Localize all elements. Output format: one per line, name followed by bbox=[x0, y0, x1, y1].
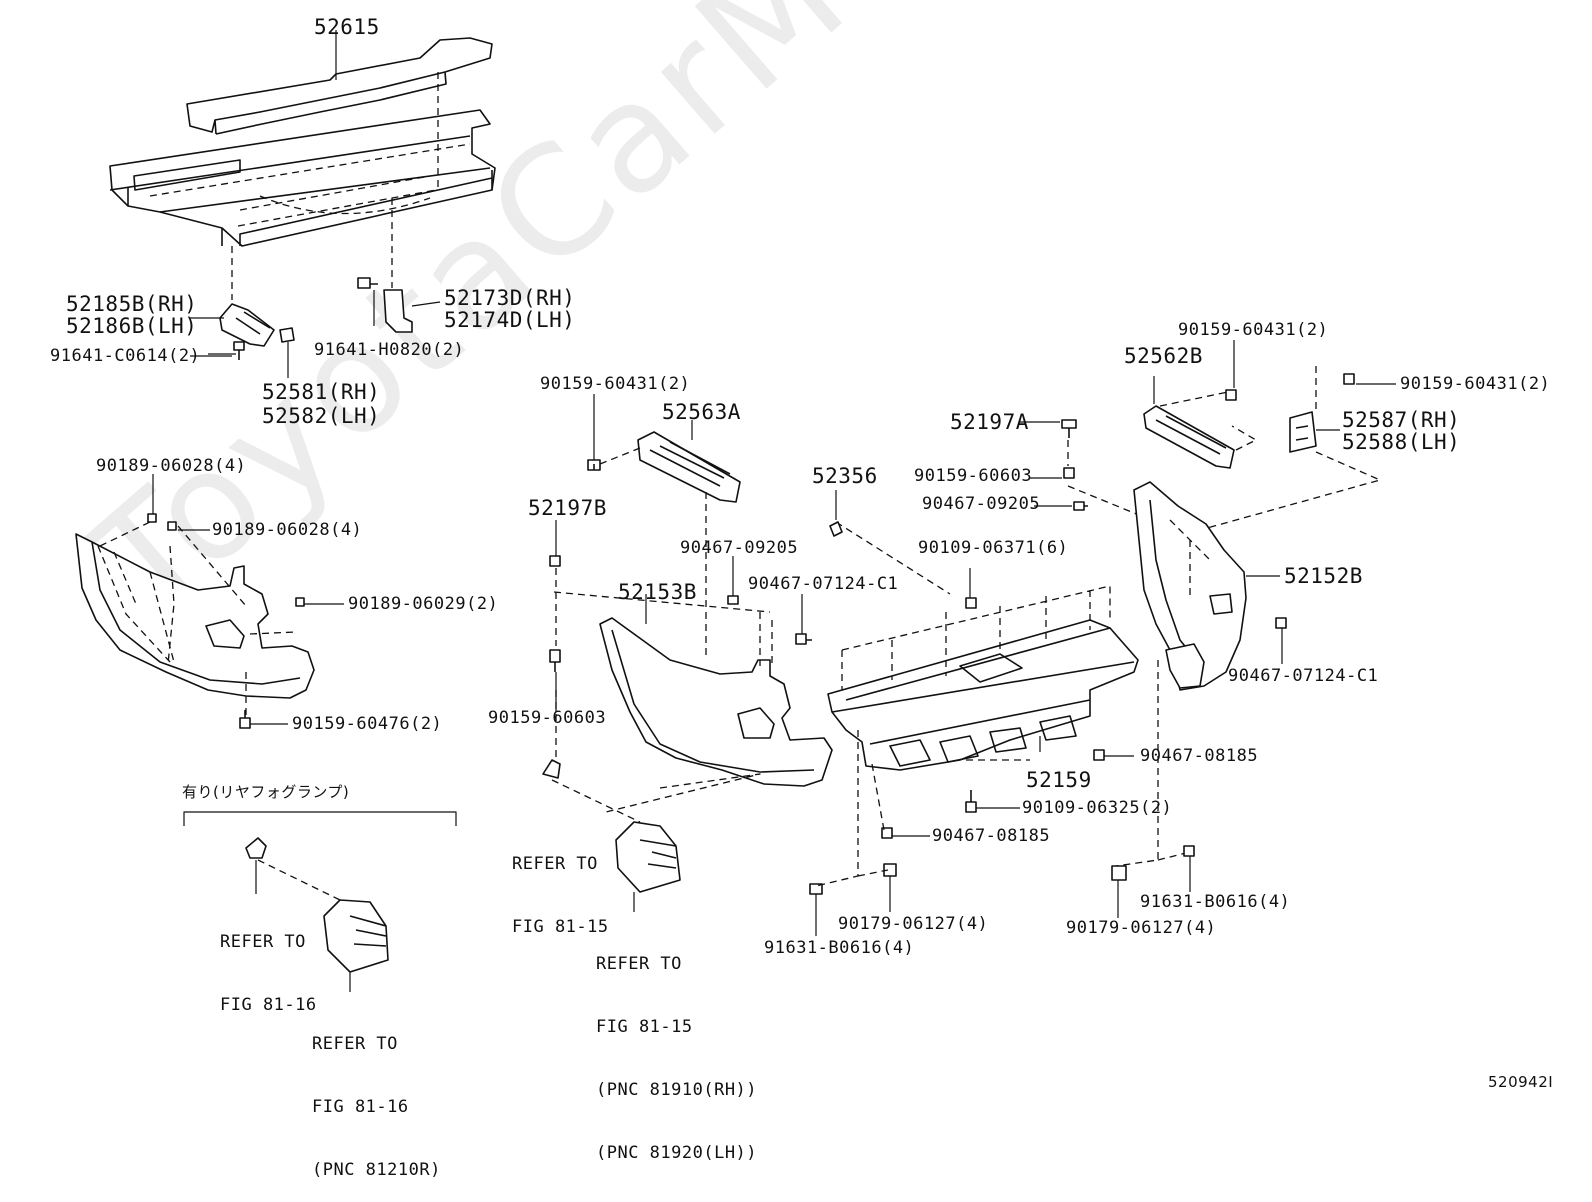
label-90189-06028-top: 90189-06028(4) bbox=[96, 456, 247, 476]
refer-line: REFER TO bbox=[220, 932, 306, 952]
label-90467-08185-center: 90467-08185 bbox=[932, 826, 1051, 846]
label-refer-81-16-a: REFER TO FIG 81-16 bbox=[220, 890, 317, 1037]
label-90467-07124-left: 90467-07124-C1 bbox=[748, 574, 899, 594]
refer-line: FIG 81-16 bbox=[312, 1097, 409, 1117]
label-fog-lamp-header: 有り(リヤフォグランプ) bbox=[182, 783, 350, 801]
bracket-52173d bbox=[357, 277, 441, 333]
label-52159: 52159 bbox=[1026, 768, 1092, 792]
bracket-52587 bbox=[1199, 366, 1396, 531]
bumper-side-52153b bbox=[549, 520, 833, 787]
lower-cover-52159 bbox=[827, 521, 1139, 771]
label-90467-08185-right: 90467-08185 bbox=[1140, 746, 1259, 766]
label-refer-81-15-a: REFER TO FIG 81-15 bbox=[512, 812, 609, 959]
label-52588-lh: 52588(LH) bbox=[1342, 430, 1461, 454]
label-90159-60603-left: 90159-60603 bbox=[488, 708, 607, 728]
label-52173d-rh: 52173D(RH) bbox=[444, 286, 576, 310]
label-91631-b0616-right: 91631-B0616(4) bbox=[1140, 892, 1291, 912]
label-52186b-lh: 52186B(LH) bbox=[66, 314, 198, 338]
label-52356: 52356 bbox=[812, 464, 878, 488]
fasteners-lower bbox=[809, 730, 1134, 936]
parts-diagram: .d { stroke-dasharray:7 5; stroke-width:… bbox=[75, 30, 1396, 992]
refer-line: (PNC 81920(LH)) bbox=[596, 1143, 758, 1163]
label-90467-09205-left: 90467-09205 bbox=[680, 538, 799, 558]
label-52563a: 52563A bbox=[662, 400, 741, 424]
refer-line: REFER TO bbox=[512, 854, 598, 874]
end-cap-left bbox=[75, 353, 344, 729]
reinforcement-frame bbox=[109, 72, 496, 300]
bumper-side-52152b bbox=[1111, 481, 1287, 918]
label-52197a: 52197A bbox=[950, 410, 1029, 434]
right-fasteners bbox=[1020, 419, 1201, 541]
label-52587-rh: 52587(RH) bbox=[1342, 408, 1461, 432]
label-52197b: 52197B bbox=[528, 496, 607, 520]
label-90467-07124-right: 90467-07124-C1 bbox=[1228, 666, 1379, 686]
label-52185b-rh: 52185B(RH) bbox=[66, 292, 198, 316]
label-52153b: 52153B bbox=[618, 580, 697, 604]
label-52581-rh: 52581(RH) bbox=[262, 380, 381, 404]
label-52152b: 52152B bbox=[1284, 564, 1363, 588]
label-52582-lh: 52582(LH) bbox=[262, 404, 381, 428]
small-fasteners-center bbox=[727, 556, 812, 645]
refer-line: FIG 81-15 bbox=[512, 917, 609, 937]
label-90109-06371: 90109-06371(6) bbox=[918, 538, 1069, 558]
label-90189-06029: 90189-06029(2) bbox=[348, 594, 499, 614]
label-90467-09205-right: 90467-09205 bbox=[922, 494, 1041, 514]
label-90179-06127-right: 90179-06127(4) bbox=[1066, 918, 1217, 938]
retainer-52563a bbox=[587, 394, 741, 660]
refer-line: (PNC 81910(RH)) bbox=[596, 1080, 758, 1100]
label-90159-60476: 90159-60476(2) bbox=[292, 714, 443, 734]
absorber-52615 bbox=[186, 30, 493, 135]
label-90159-60431-top: 90159-60431(2) bbox=[1178, 320, 1329, 340]
figure-id: 520942I bbox=[1488, 1073, 1554, 1091]
label-refer-81-16-b: REFER TO FIG 81-16 (PNC 81210R) bbox=[312, 992, 441, 1202]
label-52174d-lh: 52174D(LH) bbox=[444, 308, 576, 332]
label-90159-60603-right: 90159-60603 bbox=[914, 466, 1033, 486]
fog-lamp-group bbox=[183, 811, 457, 992]
refer-line: FIG 81-16 bbox=[220, 995, 317, 1015]
label-52562b: 52562B bbox=[1124, 344, 1203, 368]
label-90159-60431-left: 90159-60431(2) bbox=[540, 374, 691, 394]
refer-line: REFER TO bbox=[596, 954, 682, 974]
label-refer-81-15-b: REFER TO FIG 81-15 (PNC 81910(RH)) (PNC … bbox=[596, 912, 757, 1185]
label-91641-c0614: 91641-C0614(2) bbox=[50, 346, 201, 366]
pad-52581 bbox=[279, 327, 295, 378]
retainer-52562b bbox=[1143, 340, 1257, 469]
refer-line: FIG 81-15 bbox=[596, 1017, 693, 1037]
label-90189-06028-side: 90189-06028(4) bbox=[212, 520, 363, 540]
lamp-rear-center bbox=[542, 759, 761, 912]
bracket-52185b bbox=[190, 303, 275, 360]
label-91641-h0820: 91641-H0820(2) bbox=[314, 340, 465, 360]
clip-52356 bbox=[829, 490, 843, 537]
label-90159-60431-right: 90159-60431(2) bbox=[1400, 374, 1551, 394]
refer-line: REFER TO bbox=[312, 1034, 398, 1054]
label-90109-06325: 90109-06325(2) bbox=[1022, 798, 1173, 818]
refer-line: (PNC 81210R) bbox=[312, 1160, 441, 1180]
label-52615: 52615 bbox=[314, 15, 380, 39]
label-91631-b0616-center: 91631-B0616(4) bbox=[764, 938, 915, 958]
label-90179-06127-center: 90179-06127(4) bbox=[838, 914, 989, 934]
